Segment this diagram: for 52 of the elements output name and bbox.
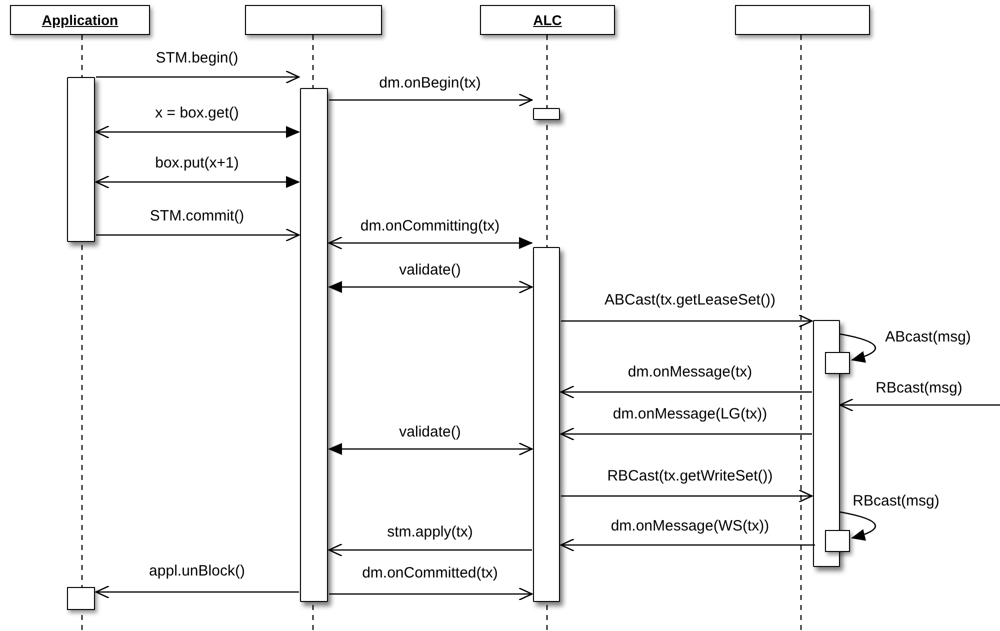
lifeline-header (735, 5, 870, 35)
message-label: dm.onCommitted(tx) (362, 566, 498, 580)
message-label: x = box.get() (155, 106, 239, 120)
message-label: ABcast(msg) (885, 330, 971, 344)
message-arrow (95, 585, 299, 599)
message-arrow (561, 314, 813, 328)
message-arrow (328, 543, 532, 557)
message-label: stm.apply(tx) (387, 524, 473, 540)
lifeline-name: ALC (533, 12, 562, 28)
lifeline-header (480, 5, 615, 35)
message-label: RBcast(msg) (876, 380, 962, 396)
message-arrow (328, 442, 533, 456)
self-message-arrow (840, 511, 876, 540)
message-arrow (560, 385, 812, 399)
activation-bar (300, 88, 328, 602)
message-label: dm.onCommitting(tx) (360, 218, 500, 234)
message-label: RBcast(msg) (852, 494, 940, 508)
message-label: validate() (399, 262, 461, 278)
activation-bar (813, 320, 840, 567)
lifeline-header (10, 5, 150, 35)
activation-bar (533, 108, 560, 120)
message-arrow (95, 125, 300, 139)
activation-bar (533, 247, 560, 602)
message-label: dm.onMessage(WS(tx)) (610, 518, 770, 534)
message-label: validate() (399, 424, 461, 440)
message-label: STM.begin() (156, 50, 238, 66)
self-message-arrow (840, 333, 876, 362)
message-arrow (328, 280, 533, 294)
message-label: box.put(x+1) (155, 156, 239, 170)
message-label: ABCast(tx.getLeaseSet()) (604, 292, 776, 308)
message-label: STM.commit() (150, 208, 244, 224)
activation-box (67, 587, 95, 610)
message-arrow (328, 236, 533, 250)
activation-box (825, 352, 850, 374)
message-arrow (839, 398, 1000, 412)
message-label: dm.onMessage(tx) (628, 364, 752, 380)
message-arrow (329, 587, 533, 601)
message-arrow (560, 538, 815, 552)
message-label: RBCast(tx.getWriteSet()) (607, 468, 773, 484)
message-arrow (561, 489, 813, 503)
lifeline-header (245, 5, 382, 35)
message-arrow (96, 70, 300, 84)
activation-box (825, 530, 850, 552)
message-arrow (96, 228, 300, 242)
message-label: dm.onBegin(tx) (379, 76, 481, 90)
activation-bar (67, 77, 95, 242)
message-label: dm.onMessage(LG(tx)) (612, 406, 768, 422)
message-arrow (329, 93, 533, 107)
message-arrow (95, 175, 300, 189)
message-arrow (560, 427, 812, 441)
lifeline-name: Application (42, 12, 118, 28)
message-label: appl.unBlock() (149, 564, 245, 578)
